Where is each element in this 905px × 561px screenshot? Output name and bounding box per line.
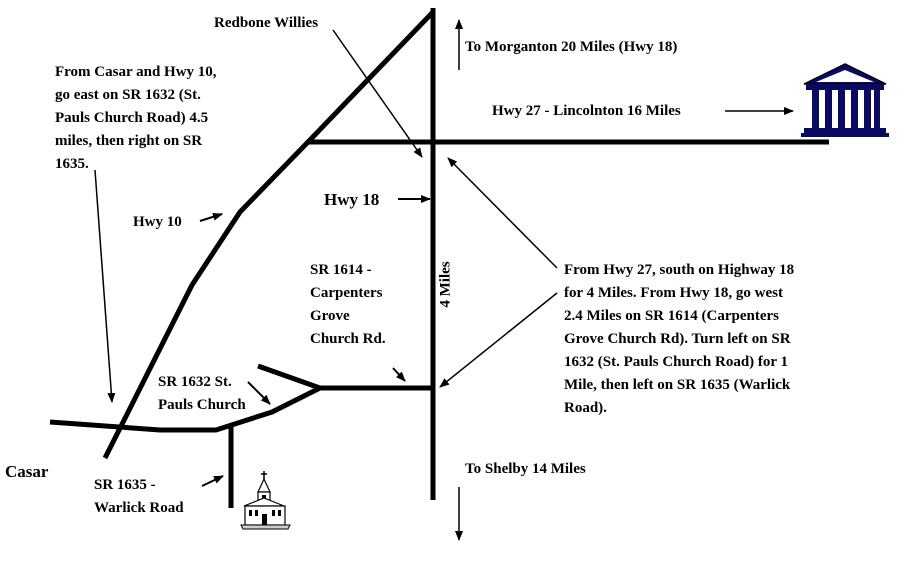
hwy10-road (102, 10, 435, 460)
note-from-hwy27: From Hwy 27, south on Highway 18 for 4 M… (564, 259, 794, 420)
arrow-sr1632 (247, 381, 271, 405)
arrow-redbone-willies (332, 29, 423, 158)
arrow-sr1635 (201, 475, 224, 487)
label-sr1614-line: Church Rd. (310, 331, 386, 347)
label-sr1635-line: SR 1635 - (94, 477, 156, 493)
note-line: miles, then right on SR (55, 133, 203, 149)
label-sr1614-line: Carpenters (310, 285, 383, 301)
note-from-casar: From Casar and Hwy 10, go east on SR 163… (55, 61, 217, 176)
label-hwy27-lincolnton: Hwy 27 - Lincolnton 16 Miles (492, 103, 681, 119)
label-sr1632: SR 1632 St. Pauls Church (158, 371, 246, 417)
label-4-miles: 4 Miles (437, 261, 454, 308)
arrow-from-hwy27-note-top (447, 157, 558, 269)
label-sr1614-line: SR 1614 - (310, 262, 372, 278)
note-line: Pauls Church Road) 4.5 (55, 110, 209, 126)
label-sr1632-line: SR 1632 St. (158, 374, 232, 390)
label-hwy10: Hwy 10 (133, 214, 182, 230)
note-line: 1635. (55, 156, 89, 172)
label-sr1614: SR 1614 - Carpenters Grove Church Rd. (310, 259, 386, 351)
arrow-from-hwy27-note-bottom (439, 292, 558, 388)
note-line: go east on SR 1632 (St. (55, 87, 201, 103)
note-line: 2.4 Miles on SR 1614 (Carpenters (564, 308, 779, 324)
note-line: Grove Church Rd). Turn left on SR (564, 331, 791, 347)
note-line: Road). (564, 400, 607, 416)
label-sr1635-line: Warlick Road (94, 500, 184, 516)
note-line: From Casar and Hwy 10, (55, 64, 217, 80)
label-to-shelby: To Shelby 14 Miles (465, 461, 586, 477)
note-line: Mile, then left on SR 1635 (Warlick (564, 377, 791, 393)
note-line: 1632 (St. Pauls Church Road) for 1 (564, 354, 789, 370)
sr1632-road (49, 363, 327, 433)
label-hwy18: Hwy 18 (324, 190, 380, 209)
church-icon (240, 471, 291, 530)
note-line: for 4 Miles. From Hwy 18, go west (564, 285, 783, 301)
label-sr1614-line: Grove (310, 308, 350, 324)
label-sr1635: SR 1635 - Warlick Road (94, 474, 184, 520)
arrow-hwy10 (199, 212, 223, 222)
arrow-from-casar-note (94, 169, 116, 403)
label-casar: Casar (5, 462, 49, 481)
label-to-morganton: To Morganton 20 Miles (Hwy 18) (465, 39, 678, 55)
arrow-sr1614 (392, 367, 406, 382)
note-line: From Hwy 27, south on Highway 18 (564, 262, 795, 278)
courthouse-icon (801, 63, 889, 137)
label-sr1632-line: Pauls Church (158, 397, 246, 413)
label-redbone-willies: Redbone Willies (214, 15, 319, 31)
